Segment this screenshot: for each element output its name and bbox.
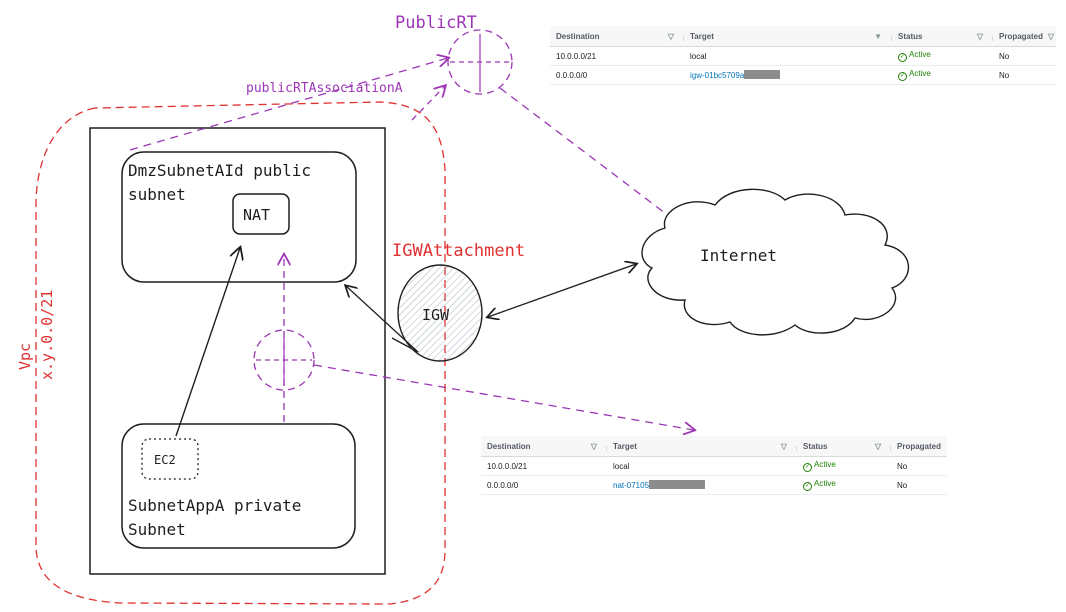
check-circle-icon: ✓ bbox=[898, 53, 907, 62]
app-subnet-box bbox=[121, 423, 356, 549]
table-row: 0.0.0.0/0 igw-01bc5709a ✓Active No bbox=[550, 66, 1056, 85]
destination-cell: 10.0.0.0/21 bbox=[556, 51, 597, 61]
igw-label: IGW bbox=[422, 306, 450, 324]
header-label: Propagated bbox=[999, 31, 1044, 41]
table-header: Destination▽ Target▼ Status▽ Propagated▽ bbox=[550, 26, 1056, 47]
public-rt-to-internet-arrow bbox=[499, 87, 690, 232]
target-cell: nat-07105 bbox=[607, 480, 797, 490]
sort-icon[interactable]: ▽ bbox=[780, 441, 787, 451]
table-row: 10.0.0.0/21 local ✓Active No bbox=[481, 457, 947, 476]
ec2-to-nat-arrow bbox=[175, 248, 240, 437]
sort-icon[interactable]: ▽ bbox=[976, 31, 983, 41]
private-rt-node bbox=[253, 329, 315, 391]
vpc-boundary bbox=[35, 101, 446, 605]
col-propagated[interactable]: Propagated▽ bbox=[993, 32, 1056, 41]
destination-cell: 0.0.0.0/0 bbox=[556, 70, 588, 80]
check-circle-icon: ✓ bbox=[803, 482, 812, 491]
igw-link[interactable]: igw-01bc5709a bbox=[690, 71, 745, 80]
col-propagated[interactable]: Propagated bbox=[891, 442, 947, 451]
dmz-subnet-label-1: DmzSubnetAId public bbox=[128, 161, 311, 180]
status-text: Active bbox=[909, 69, 931, 78]
public-rt-node bbox=[447, 29, 513, 95]
header-label: Destination bbox=[556, 31, 600, 41]
redaction-bar bbox=[744, 70, 781, 79]
nat-link[interactable]: nat-07105 bbox=[613, 481, 650, 490]
app-subnet-label-2: Subnet bbox=[128, 520, 186, 539]
header-label: Target bbox=[613, 441, 637, 451]
status-text: Active bbox=[814, 460, 836, 469]
internet-cloud bbox=[641, 188, 910, 336]
status-cell: ✓Active bbox=[797, 460, 891, 472]
public-rt-association-label: publicRTAssociationA bbox=[246, 81, 403, 96]
propagated-cell: No bbox=[897, 461, 908, 471]
header-label: Status bbox=[803, 441, 828, 451]
destination-cell: 0.0.0.0/0 bbox=[487, 480, 519, 490]
vpc-label: Vpc bbox=[16, 343, 34, 370]
status-text: Active bbox=[814, 479, 836, 488]
igw-to-subnet-arrow bbox=[346, 286, 419, 353]
private-route-table: Destination▽ Target▽ Status▽ Propagated … bbox=[481, 436, 947, 495]
target-cell: local bbox=[690, 51, 707, 61]
ec2-label: EC2 bbox=[154, 453, 176, 467]
destination-cell: 10.0.0.0/21 bbox=[487, 461, 528, 471]
table-row: 10.0.0.0/21 local ✓Active No bbox=[550, 47, 1056, 66]
public-route-table: Destination▽ Target▼ Status▽ Propagated▽… bbox=[550, 26, 1056, 85]
nat-box bbox=[232, 193, 290, 235]
sort-icon[interactable]: ▽ bbox=[590, 441, 597, 451]
vpc-cidr-label: x.y.0.0/21 bbox=[38, 290, 56, 380]
sort-icon[interactable]: ▽ bbox=[874, 441, 881, 451]
header-label: Propagated bbox=[897, 441, 942, 451]
target-cell: local bbox=[613, 461, 630, 471]
ec2-box bbox=[141, 438, 199, 480]
redaction-bar bbox=[649, 480, 706, 489]
sort-icon[interactable]: ▽ bbox=[667, 31, 674, 41]
app-subnet-label-1: SubnetAppA private bbox=[128, 496, 301, 515]
propagated-cell: No bbox=[897, 480, 908, 490]
check-circle-icon: ✓ bbox=[898, 72, 907, 81]
col-destination[interactable]: Destination ▽ bbox=[481, 442, 607, 451]
private-rt-to-table-arrow bbox=[313, 364, 694, 430]
status-cell: ✓Active bbox=[797, 479, 891, 491]
header-label: Status bbox=[898, 31, 923, 41]
col-status[interactable]: Status ▽ bbox=[892, 32, 993, 41]
dmz-subnet-label-2: subnet bbox=[128, 185, 186, 204]
propagated-cell: No bbox=[999, 51, 1010, 61]
col-destination[interactable]: Destination ▽ bbox=[550, 32, 684, 41]
table-row: 0.0.0.0/0 nat-07105 ✓Active No bbox=[481, 476, 947, 495]
col-status[interactable]: Status ▽ bbox=[797, 442, 891, 451]
sort-icon[interactable]: ▽ bbox=[1047, 31, 1054, 41]
table-header: Destination ▽ Target ▽ Status ▽ Propagated bbox=[481, 436, 947, 457]
propagated-cell: No bbox=[999, 70, 1010, 80]
igw-node bbox=[397, 264, 483, 362]
igw-attachment-label: IGWAttachment bbox=[392, 241, 525, 261]
check-circle-icon: ✓ bbox=[803, 463, 812, 472]
sort-desc-icon[interactable]: ▼ bbox=[874, 31, 882, 41]
internet-label: Internet bbox=[700, 246, 777, 265]
dmz-subnet-box bbox=[121, 151, 357, 283]
col-target[interactable]: Target ▼ bbox=[684, 32, 892, 41]
igw-internet-arrow bbox=[488, 264, 636, 317]
nat-label: NAT bbox=[243, 206, 270, 224]
status-cell: ✓Active bbox=[892, 50, 993, 62]
target-cell: igw-01bc5709a bbox=[684, 70, 892, 80]
status-text: Active bbox=[909, 50, 931, 59]
status-cell: ✓Active bbox=[892, 69, 993, 81]
vpc-box bbox=[89, 127, 386, 575]
header-label: Target bbox=[690, 31, 714, 41]
header-label: Destination bbox=[487, 441, 531, 451]
col-target[interactable]: Target ▽ bbox=[607, 442, 797, 451]
public-rt-label: PublicRT bbox=[395, 13, 477, 33]
association-arrow-2 bbox=[411, 86, 445, 121]
